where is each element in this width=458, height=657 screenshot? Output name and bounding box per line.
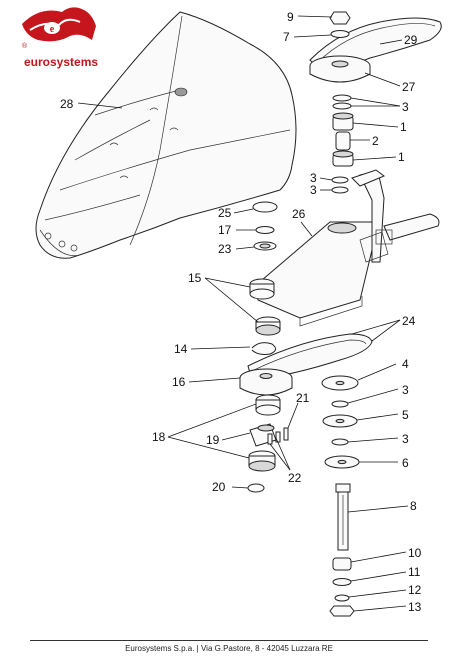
callout-4: 4 bbox=[402, 357, 409, 371]
callout-16: 16 bbox=[172, 375, 186, 389]
middle-washers-3 bbox=[331, 176, 349, 194]
callout-2: 2 bbox=[372, 134, 379, 148]
brand-name: eurosystems bbox=[24, 55, 98, 69]
callout-23: 23 bbox=[218, 242, 232, 256]
part-1-bearing-lower bbox=[332, 150, 354, 167]
callout-24: 24 bbox=[402, 314, 416, 328]
callout-3a: 3 bbox=[402, 100, 409, 114]
part-8-shaft bbox=[335, 483, 351, 551]
callout-25: 25 bbox=[218, 206, 232, 220]
callout-11: 11 bbox=[408, 565, 421, 579]
washer-3-b bbox=[331, 438, 349, 446]
part-28-cover bbox=[35, 11, 297, 259]
part-6-disc bbox=[324, 455, 360, 469]
part-7-washer bbox=[330, 30, 350, 38]
callout-7: 7 bbox=[283, 30, 290, 44]
footer-address: Eurosystems S.p.a. | Via G.Pastore, 8 - … bbox=[125, 644, 333, 653]
part-16-pulley bbox=[239, 368, 293, 396]
callout-5: 5 bbox=[402, 408, 409, 422]
eurosystems-logo: e ® eurosystems bbox=[22, 7, 98, 69]
washer-3-a bbox=[331, 400, 349, 408]
footer-divider bbox=[30, 640, 428, 641]
callout-20: 20 bbox=[212, 480, 226, 494]
callout-3b: 3 bbox=[310, 171, 317, 185]
part-27-pulley bbox=[309, 55, 371, 83]
callout-3c: 3 bbox=[310, 183, 317, 197]
svg-text:e: e bbox=[50, 24, 55, 35]
part-17-ring bbox=[255, 226, 275, 234]
part-11-washer bbox=[332, 578, 352, 586]
upper-washers-3 bbox=[332, 94, 352, 110]
callout-27: 27 bbox=[402, 80, 416, 94]
callout-13: 13 bbox=[408, 600, 422, 614]
callout-22: 22 bbox=[288, 471, 302, 485]
part-24-belt bbox=[247, 333, 373, 381]
registered-mark: ® bbox=[22, 42, 28, 50]
callout-8: 8 bbox=[410, 499, 417, 513]
callout-3d: 3 bbox=[402, 383, 409, 397]
part-4-disc bbox=[321, 375, 359, 391]
callout-10: 10 bbox=[408, 546, 422, 560]
callout-18: 18 bbox=[152, 430, 166, 444]
callout-14: 14 bbox=[174, 342, 188, 356]
part-21-pins bbox=[275, 427, 289, 443]
part-18-bearing-upper bbox=[255, 394, 281, 416]
part-25-washer bbox=[252, 201, 278, 213]
callout-labels: 9 7 29 27 28 3 1 2 1 3 3 26 25 17 23 15 … bbox=[60, 10, 422, 614]
callout-3e: 3 bbox=[402, 432, 409, 446]
callout-21: 21 bbox=[296, 391, 310, 405]
callout-26: 26 bbox=[292, 207, 306, 221]
part-18-bearing-lower bbox=[248, 450, 276, 472]
part-26-frame bbox=[254, 169, 440, 327]
callout-17: 17 bbox=[218, 223, 232, 237]
callout-12: 12 bbox=[408, 583, 422, 597]
leader-lines bbox=[77, 15, 409, 612]
part-13-nut bbox=[329, 605, 355, 617]
part-15-bearing-lower bbox=[255, 316, 281, 336]
part-5-disc bbox=[322, 414, 358, 428]
part-14-circlip bbox=[251, 342, 276, 355]
callout-1b: 1 bbox=[398, 150, 405, 164]
part-20-circlip bbox=[247, 483, 265, 493]
callout-9: 9 bbox=[287, 10, 294, 24]
part-23-bearing bbox=[253, 241, 277, 251]
part-10-collar bbox=[332, 557, 352, 571]
part-2-spacer bbox=[335, 131, 351, 151]
callout-19: 19 bbox=[206, 433, 220, 447]
callout-28: 28 bbox=[60, 97, 74, 111]
part-12-washer bbox=[334, 594, 350, 602]
part-1-bearing-upper bbox=[332, 112, 354, 131]
callout-29: 29 bbox=[404, 33, 418, 47]
callout-6: 6 bbox=[402, 456, 409, 470]
part-9-nut bbox=[329, 11, 351, 25]
callout-15: 15 bbox=[188, 271, 202, 285]
part-22-pins bbox=[267, 433, 273, 445]
callout-1a: 1 bbox=[400, 120, 407, 134]
part-15-bearing-upper bbox=[249, 278, 275, 300]
